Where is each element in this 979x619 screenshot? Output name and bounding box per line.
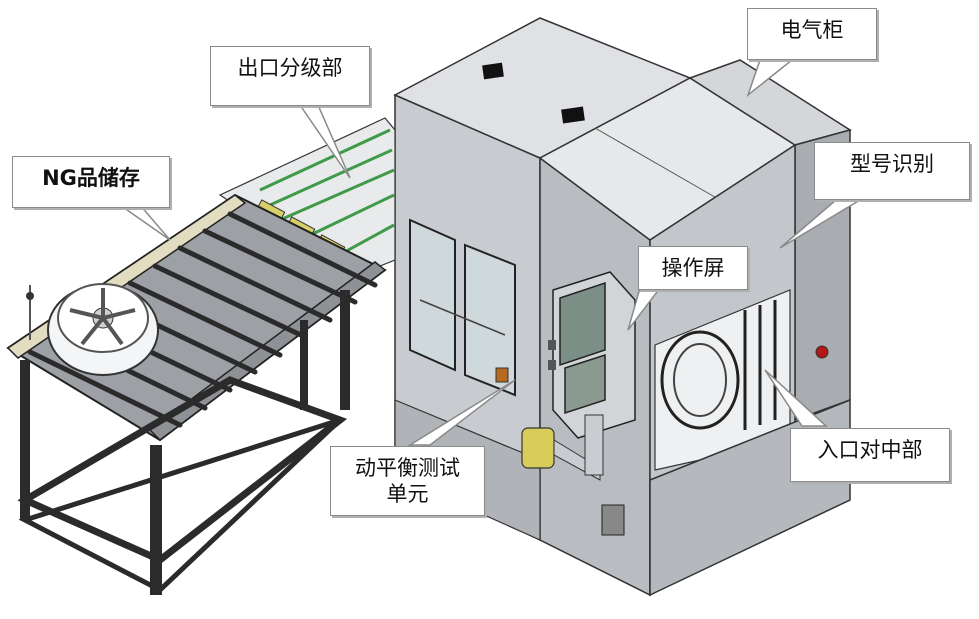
- label-model-recognition: 型号识别: [814, 142, 970, 200]
- label-inlet-centering: 入口对中部: [790, 428, 950, 482]
- main-machine: [393, 17, 852, 597]
- callout-pointers: [117, 59, 863, 446]
- label-dynamic-balance-unit: 动平衡测试 单元: [330, 446, 485, 516]
- operation-screen-panel: [548, 271, 636, 439]
- ng-storage-table: [6, 193, 387, 595]
- label-electrical-cabinet: 电气柜: [747, 8, 877, 60]
- label-operation-screen: 操作屏: [638, 246, 748, 290]
- label-ng-storage: NG品储存: [12, 156, 170, 208]
- label-outlet-grading: 出口分级部: [210, 46, 370, 106]
- pneumatic-fixture: [521, 414, 625, 536]
